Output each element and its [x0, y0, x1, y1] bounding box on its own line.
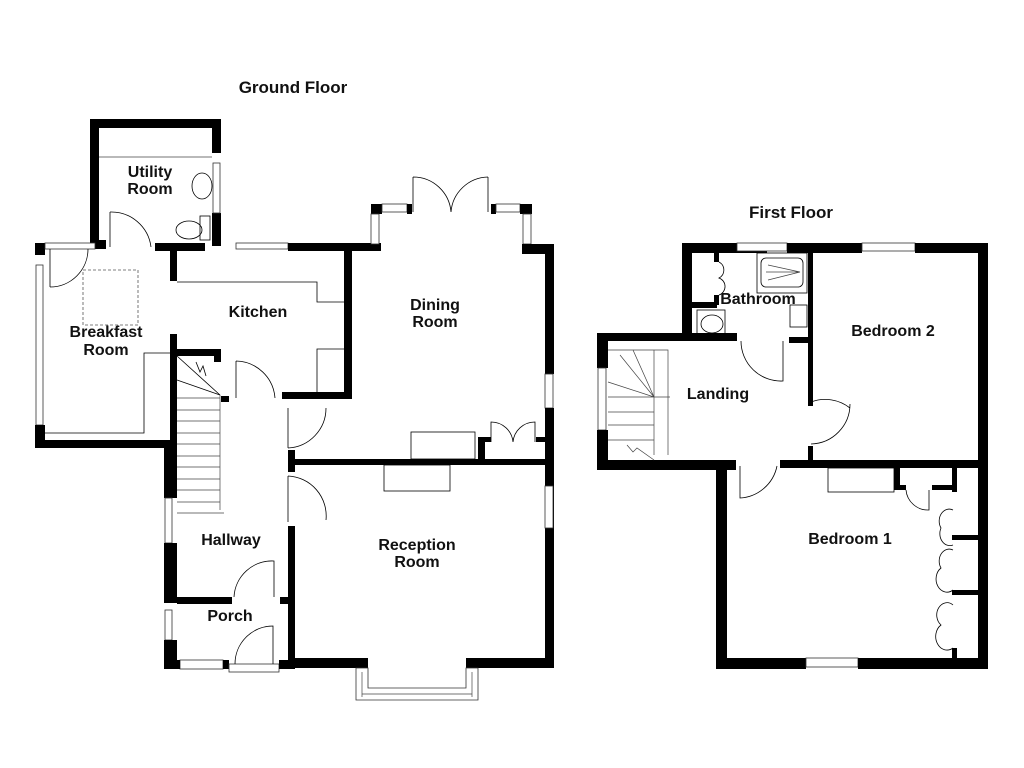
bedroom-1-label: Bedroom 1 [808, 531, 892, 548]
dining-room-label: Dining [410, 297, 460, 314]
breakfast-room-label: Breakfast [70, 324, 144, 341]
hallway-label: Hallway [201, 532, 261, 549]
first-floor-plan [597, 242, 988, 669]
bedroom-2-label: Bedroom 2 [851, 323, 935, 340]
utility-room-label-2: Room [127, 181, 172, 198]
landing-label: Landing [687, 386, 749, 403]
first-floor-labels: Bathroom Bedroom 2 Landing Bedroom 1 [687, 291, 935, 548]
utility-room-label: Utility [128, 164, 173, 181]
kitchen-label: Kitchen [229, 304, 288, 321]
breakfast-room-label-2: Room [83, 342, 128, 359]
bathroom-label: Bathroom [720, 291, 796, 308]
first-floor-title: First Floor [749, 203, 833, 222]
dining-room-label-2: Room [412, 314, 457, 331]
ground-floor-plan [35, 119, 554, 701]
ground-floor-labels: Utility Room Breakfast Room Kitchen Dini… [70, 164, 460, 625]
porch-label: Porch [207, 608, 252, 625]
stair-treads [177, 397, 224, 514]
reception-room-label: Reception [378, 537, 455, 554]
reception-room-label-2: Room [394, 554, 439, 571]
ground-floor-title: Ground Floor [239, 78, 348, 97]
